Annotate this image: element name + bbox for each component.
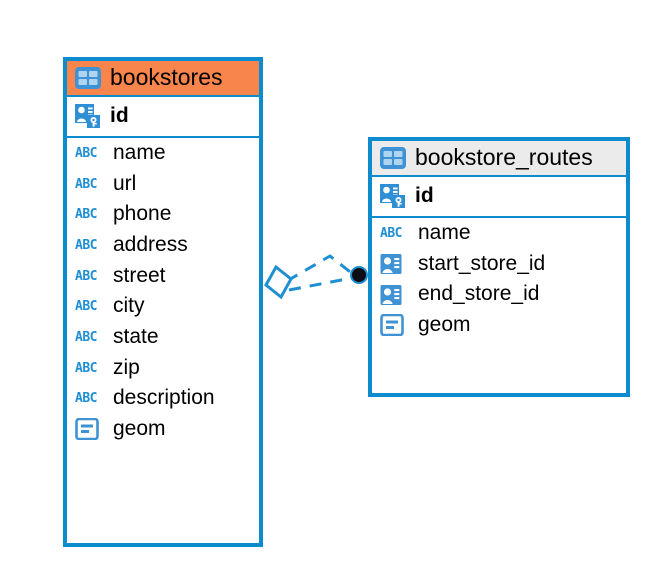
field-row-id[interactable]: id bbox=[67, 97, 259, 136]
field-row-name[interactable]: ABC name bbox=[67, 138, 259, 169]
field-row-state[interactable]: ABC state bbox=[67, 322, 259, 353]
entity-header-bookstores[interactable]: bookstores bbox=[67, 61, 259, 95]
entity-title: bookstore_routes bbox=[415, 144, 593, 170]
primary-key-icon bbox=[75, 103, 102, 129]
field-label: street bbox=[113, 263, 166, 287]
field-row-street[interactable]: ABC street bbox=[67, 261, 259, 292]
field-label: geom bbox=[113, 417, 166, 441]
field-list-bookstores: ABC name ABC url ABC phone ABC address A… bbox=[67, 138, 259, 445]
entity-title: bookstores bbox=[110, 64, 223, 90]
field-row-geom[interactable]: geom bbox=[372, 310, 626, 341]
text-type-icon: ABC bbox=[75, 207, 97, 223]
field-list-bookstore-routes: ABC name start_store_id bbox=[372, 218, 626, 341]
table-icon bbox=[380, 146, 406, 169]
text-type-icon: ABC bbox=[75, 176, 97, 192]
primary-key-section-bookstores: id bbox=[67, 95, 259, 138]
field-row-zip[interactable]: ABC zip bbox=[67, 353, 259, 384]
text-type-icon: ABC bbox=[75, 391, 97, 407]
field-row-url[interactable]: ABC url bbox=[67, 169, 259, 200]
field-row-end-store-id[interactable]: end_store_id bbox=[372, 279, 626, 310]
geometry-type-icon bbox=[75, 418, 105, 441]
dot-marker[interactable] bbox=[350, 266, 368, 284]
relationship-line-upper[interactable] bbox=[286, 254, 355, 283]
geometry-type-icon bbox=[380, 314, 410, 337]
field-label: id bbox=[415, 183, 434, 207]
field-label: id bbox=[110, 103, 129, 127]
field-row-phone[interactable]: ABC phone bbox=[67, 199, 259, 230]
field-label: state bbox=[113, 325, 159, 349]
field-label: address bbox=[113, 233, 188, 257]
text-type-icon: ABC bbox=[75, 329, 97, 345]
primary-key-icon bbox=[380, 183, 407, 209]
entity-header-bookstore-routes[interactable]: bookstore_routes bbox=[372, 141, 626, 175]
diamond-marker[interactable] bbox=[264, 264, 293, 300]
text-type-icon: ABC bbox=[75, 237, 97, 253]
field-label: zip bbox=[113, 355, 140, 379]
field-label: end_store_id bbox=[418, 282, 540, 306]
entity-table-bookstore-routes[interactable]: bookstore_routes bbox=[368, 137, 630, 397]
field-label: city bbox=[113, 294, 145, 318]
foreign-key-icon bbox=[380, 284, 410, 306]
field-label: start_store_id bbox=[418, 251, 546, 275]
field-row-id[interactable]: id bbox=[372, 177, 626, 216]
field-row-geom[interactable]: geom bbox=[67, 414, 259, 445]
primary-key-section-bookstore-routes: id bbox=[372, 175, 626, 218]
text-type-icon: ABC bbox=[75, 360, 97, 376]
field-label: name bbox=[113, 141, 166, 164]
entity-table-bookstores[interactable]: bookstores bbox=[63, 57, 263, 547]
foreign-key-icon bbox=[380, 253, 410, 275]
field-row-city[interactable]: ABC city bbox=[67, 291, 259, 322]
field-label: geom bbox=[418, 313, 471, 337]
field-row-name[interactable]: ABC name bbox=[372, 218, 626, 249]
field-label: phone bbox=[113, 202, 172, 226]
field-label: description bbox=[113, 386, 215, 410]
text-type-icon: ABC bbox=[75, 145, 97, 161]
field-row-address[interactable]: ABC address bbox=[67, 230, 259, 261]
relationship-line-lower[interactable] bbox=[288, 276, 353, 292]
text-type-icon: ABC bbox=[75, 299, 97, 315]
text-type-icon: ABC bbox=[380, 225, 402, 241]
field-row-description[interactable]: ABC description bbox=[67, 383, 259, 414]
table-icon bbox=[75, 66, 101, 89]
field-label: name bbox=[418, 221, 471, 244]
field-label: url bbox=[113, 171, 137, 195]
field-row-start-store-id[interactable]: start_store_id bbox=[372, 249, 626, 280]
text-type-icon: ABC bbox=[75, 268, 97, 284]
